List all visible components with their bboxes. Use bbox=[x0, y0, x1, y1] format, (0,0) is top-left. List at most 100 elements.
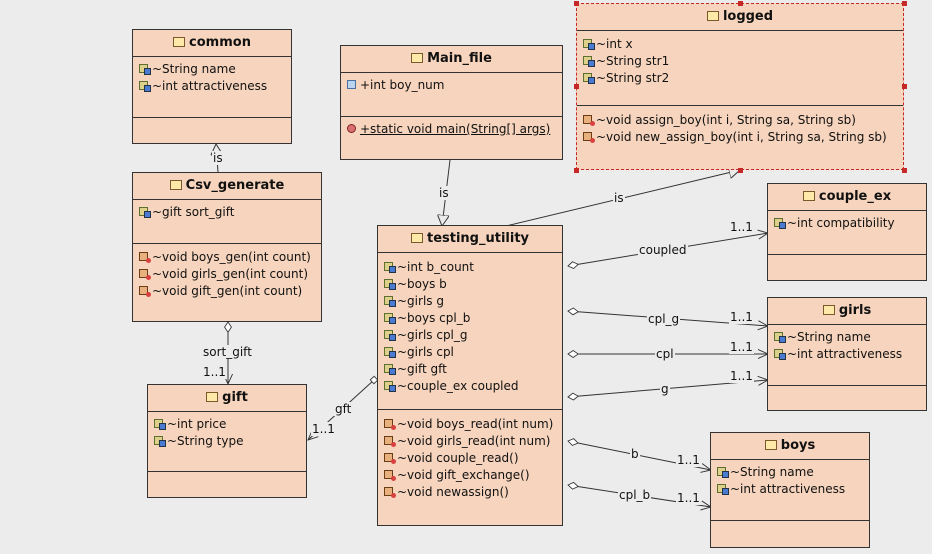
method-row[interactable]: ~void girls_read(int num) bbox=[384, 433, 562, 450]
field-row[interactable]: ~String name bbox=[774, 329, 926, 346]
field-row[interactable]: ~gift sort_gift bbox=[139, 204, 321, 221]
class-name: logged bbox=[722, 9, 774, 24]
field-text: ~int attractiveness bbox=[787, 347, 903, 361]
method-text: +static void main(String[] args) bbox=[360, 122, 551, 136]
field-row[interactable]: ~String str1 bbox=[583, 53, 903, 70]
field-icon bbox=[139, 207, 151, 218]
field-row[interactable]: ~int attractiveness bbox=[717, 481, 869, 498]
method-row[interactable]: ~void couple_read() bbox=[384, 450, 562, 467]
field-row[interactable]: ~int attractiveness bbox=[139, 78, 291, 95]
method-text: ~void girls_read(int num) bbox=[397, 434, 551, 448]
class-common[interactable]: common ~String name ~int attractiveness bbox=[132, 29, 292, 144]
class-logged[interactable]: logged ~int x ~String str1 ~String str2 … bbox=[576, 3, 904, 170]
fields-section: ~String name ~int attractiveness bbox=[711, 460, 869, 521]
field-row[interactable]: ~boys cpl_b bbox=[384, 310, 562, 327]
field-row[interactable]: ~String str2 bbox=[583, 70, 903, 87]
method-text: ~void couple_read() bbox=[397, 451, 519, 465]
field-icon bbox=[384, 313, 396, 324]
label-b-role: b bbox=[630, 447, 640, 461]
field-row[interactable]: ~girls cpl bbox=[384, 344, 562, 361]
method-row[interactable]: +static void main(String[] args) bbox=[347, 121, 562, 138]
label-is-logged: is bbox=[613, 191, 625, 205]
field-text: ~String name bbox=[787, 330, 871, 344]
method-text: ~void new_assign_boy(int i, String sa, S… bbox=[596, 130, 887, 144]
field-icon bbox=[384, 364, 396, 375]
class-icon bbox=[706, 10, 719, 21]
field-row[interactable]: ~String name bbox=[139, 61, 291, 78]
field-icon bbox=[583, 56, 595, 67]
field-row[interactable]: ~int x bbox=[583, 36, 903, 53]
field-row[interactable]: ~String type bbox=[154, 433, 306, 450]
field-row[interactable]: ~couple_ex coupled bbox=[384, 378, 562, 395]
resize-handle[interactable] bbox=[902, 168, 907, 173]
resize-handle[interactable] bbox=[574, 168, 579, 173]
label-g-role: g bbox=[660, 382, 670, 396]
field-icon bbox=[384, 347, 396, 358]
field-text: ~girls cpl bbox=[397, 345, 454, 359]
method-row[interactable]: ~void new_assign_boy(int i, String sa, S… bbox=[583, 129, 903, 146]
label-b-mult: 1..1 bbox=[676, 453, 701, 467]
field-row[interactable]: ~gift gft bbox=[384, 361, 562, 378]
class-girls[interactable]: girls ~String name ~int attractiveness bbox=[767, 297, 927, 411]
class-gift[interactable]: gift ~int price ~String type bbox=[147, 384, 307, 498]
class-boys[interactable]: boys ~String name ~int attractiveness bbox=[710, 432, 870, 548]
class-main-file[interactable]: Main_file +int boy_num +static void main… bbox=[340, 45, 563, 160]
method-row[interactable]: ~void gift_exchange() bbox=[384, 467, 562, 484]
method-row[interactable]: ~void girls_gen(int count) bbox=[139, 266, 321, 283]
class-name: Csv_generate bbox=[185, 178, 285, 193]
method-row[interactable]: ~void boys_read(int num) bbox=[384, 416, 562, 433]
field-row[interactable]: ~girls cpl_g bbox=[384, 327, 562, 344]
class-csv-generate[interactable]: Csv_generate ~gift sort_gift ~void boys_… bbox=[132, 172, 322, 322]
methods-section bbox=[768, 255, 926, 259]
method-row[interactable]: ~void boys_gen(int count) bbox=[139, 249, 321, 266]
method-icon bbox=[384, 453, 396, 464]
method-text: ~void gift_exchange() bbox=[397, 468, 530, 482]
class-name: Main_file bbox=[427, 51, 492, 66]
field-row[interactable]: ~String name bbox=[717, 464, 869, 481]
field-text: ~int attractiveness bbox=[730, 482, 846, 496]
class-icon bbox=[764, 439, 777, 450]
field-row[interactable]: +int boy_num bbox=[347, 77, 562, 94]
field-icon bbox=[139, 81, 151, 92]
methods-section: ~void boys_gen(int count) ~void girls_ge… bbox=[133, 244, 321, 300]
method-row[interactable]: ~void newassign() bbox=[384, 484, 562, 501]
field-row[interactable]: ~int price bbox=[154, 416, 306, 433]
method-text: ~void boys_read(int num) bbox=[397, 417, 554, 431]
resize-handle[interactable] bbox=[902, 84, 907, 89]
field-text: ~int price bbox=[167, 417, 227, 431]
resize-handle[interactable] bbox=[902, 1, 907, 6]
static-method-icon bbox=[347, 124, 356, 133]
resize-handle[interactable] bbox=[738, 1, 743, 6]
class-testing-utility[interactable]: testing_utility ~int b_count ~boys b ~gi… bbox=[377, 225, 563, 526]
field-row[interactable]: ~int attractiveness bbox=[774, 346, 926, 363]
resize-handle[interactable] bbox=[574, 84, 579, 89]
method-row[interactable]: ~void assign_boy(int i, String sa, Strin… bbox=[583, 112, 903, 129]
fields-section: ~int price ~String type bbox=[148, 412, 306, 472]
method-icon bbox=[384, 436, 396, 447]
class-title: couple_ex bbox=[768, 184, 926, 211]
field-row[interactable]: ~int b_count bbox=[384, 259, 562, 276]
class-icon bbox=[802, 190, 815, 201]
label-sort-gift-role: sort_gift bbox=[202, 345, 253, 359]
label-gft-role: gft bbox=[334, 402, 353, 416]
method-row[interactable]: ~void gift_gen(int count) bbox=[139, 283, 321, 300]
field-icon bbox=[583, 73, 595, 84]
field-row[interactable]: ~boys b bbox=[384, 276, 562, 293]
field-text: ~boys cpl_b bbox=[397, 311, 471, 325]
label-coupled-mult: 1..1 bbox=[729, 220, 754, 234]
fields-section: ~int x ~String str1 ~String str2 bbox=[577, 30, 903, 106]
class-couple-ex[interactable]: couple_ex ~int compatibility bbox=[767, 183, 927, 281]
field-text: ~gift gft bbox=[397, 362, 447, 376]
resize-handle[interactable] bbox=[738, 168, 743, 173]
field-row[interactable]: ~int compatibility bbox=[774, 215, 926, 232]
method-text: ~void gift_gen(int count) bbox=[152, 284, 303, 298]
fields-section: ~int b_count ~boys b ~girls g ~boys cpl_… bbox=[378, 253, 562, 410]
resize-handle[interactable] bbox=[574, 1, 579, 6]
methods-section: ~void assign_boy(int i, String sa, Strin… bbox=[577, 106, 903, 146]
field-row[interactable]: ~girls g bbox=[384, 293, 562, 310]
field-icon bbox=[774, 218, 786, 229]
field-text: ~boys b bbox=[397, 277, 447, 291]
class-icon bbox=[173, 36, 186, 47]
fields-section: ~gift sort_gift bbox=[133, 200, 321, 244]
methods-section bbox=[768, 386, 926, 390]
